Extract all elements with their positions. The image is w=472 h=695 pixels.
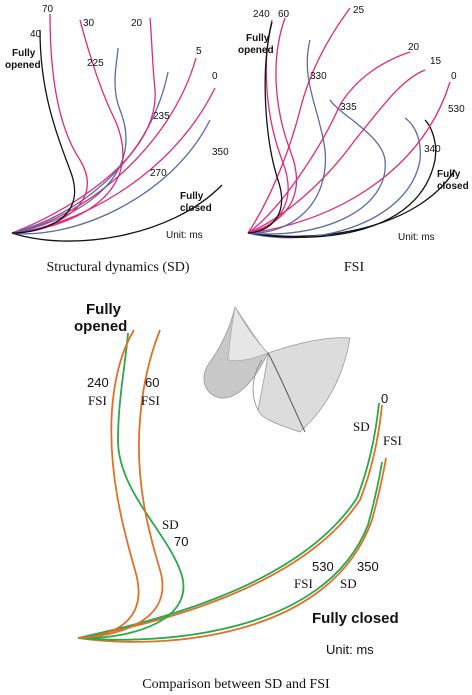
sd-curve-20 [11,17,156,234]
cmp-label-60: 60 [145,375,159,390]
cmp-curve-fsi-530 [77,457,387,643]
cmp-label-240: 240 [87,375,109,390]
fsi-label-15: 15 [430,56,442,67]
fsi-caption: FSI [344,260,365,275]
fsi-label-60: 60 [278,9,290,20]
cmp-curve-fsi-60 [77,329,164,639]
sd-label-270: 270 [150,168,167,179]
sd-caption: Structural dynamics (SD) [46,260,189,275]
fsi-label-335: 335 [340,102,357,113]
fsi-curve-20 [247,51,411,234]
cmp-label-70: 70 [174,534,188,549]
cmp-label-sd-350: SD [340,576,357,591]
valve-leaflet-back [227,305,269,362]
fsi-curves [247,7,456,239]
fsi-labels: 240 60 25 330 20 15 335 0 530 340 Fully … [238,5,469,275]
sd-curve-30 [11,19,124,234]
sd-curve-70 [11,13,88,234]
cmp-label-530: 530 [312,559,334,574]
fsi-curve-0 [247,81,451,234]
sd-fully-closed-l2: closed [180,203,212,214]
fsi-label-25: 25 [353,5,365,16]
cmp-label-fsi-530: FSI [294,576,313,591]
fsi-curve-25 [247,7,351,234]
cmp-fully-closed: Fully closed [312,610,399,627]
cmp-caption: Comparison between SD and FSI [142,677,330,692]
fsi-curve-fully-opened [247,21,283,234]
cmp-fully-opened-l1: Fully [86,301,122,318]
fsi-label-240: 240 [253,9,270,20]
fsi-unit: Unit: ms [398,232,435,243]
sd-label-5: 5 [196,46,202,57]
valve-seam [267,352,306,433]
cmp-unit: Unit: ms [326,642,374,657]
sd-label-30: 30 [83,18,95,29]
fsi-curve-15 [247,69,426,234]
fsi-curve-530 [247,119,437,238]
fsi-label-0: 0 [451,71,457,82]
cmp-label-fsi-0: FSI [383,433,402,448]
sd-unit: Unit: ms [166,230,203,241]
fsi-fully-opened-l2: opened [238,45,274,56]
cmp-label-fsi-240: FSI [88,393,107,408]
sd-label-235: 235 [153,111,170,122]
sd-label-20: 20 [131,18,143,29]
panel-compare: Fully opened 240 FSI 60 FSI SD 70 0 SD F… [74,301,402,692]
sd-fully-opened-l1: Fully [12,48,36,59]
sd-label-0: 0 [212,71,218,82]
compare-curves [77,329,387,643]
cmp-label-fsi-60: FSI [141,393,160,408]
cmp-curve-sd-0 [77,402,380,639]
sd-curves [11,13,223,242]
fsi-curve-330 [247,39,327,234]
sd-curve-225 [11,47,127,234]
panel-sd: 70 40 30 20 225 5 0 235 350 270 Fully op… [5,4,229,275]
sd-curve-235 [11,71,169,234]
cmp-curve-sd-350 [77,461,383,641]
fsi-fully-closed-l1: Fully [437,169,461,180]
sd-label-70: 70 [42,4,54,15]
fsi-label-20: 20 [408,42,420,53]
cmp-label-sd-0: SD [353,419,370,434]
sd-label-40: 40 [30,29,42,40]
panel-fsi: 240 60 25 330 20 15 335 0 530 340 Fully … [238,5,469,275]
sd-curve-40 [11,29,76,234]
sd-curve-fully-closed [11,184,223,242]
valve-leaflet-right [257,337,351,433]
sd-curve-350 [11,119,211,235]
fsi-label-340: 340 [424,144,441,155]
sd-fully-opened-l2: opened [5,60,41,71]
fsi-label-530: 530 [448,104,465,115]
cmp-curve-fsi-240 [77,329,140,639]
cmp-curve-sd-70 [77,332,185,639]
compare-labels: Fully opened 240 FSI 60 FSI SD 70 0 SD F… [74,301,402,692]
cmp-curve-fsi-0 [77,404,383,639]
cmp-label-0: 0 [381,391,388,406]
sd-fully-closed-l1: Fully [180,191,204,202]
valve-illustration [203,305,351,433]
sd-label-225: 225 [87,58,104,69]
sd-curve-5 [11,57,197,234]
sd-label-350: 350 [212,147,229,158]
fsi-fully-opened-l1: Fully [246,33,270,44]
valve-edge [252,359,263,411]
fsi-label-330: 330 [310,71,327,82]
fsi-curve-335 [247,99,386,235]
cmp-fully-opened-l2: opened [74,318,127,335]
sd-labels: 70 40 30 20 225 5 0 235 350 270 Fully op… [5,4,229,275]
cmp-label-sd-70: SD [162,517,179,532]
fsi-fully-closed-l2: closed [437,181,469,192]
cmp-label-350: 350 [357,559,379,574]
